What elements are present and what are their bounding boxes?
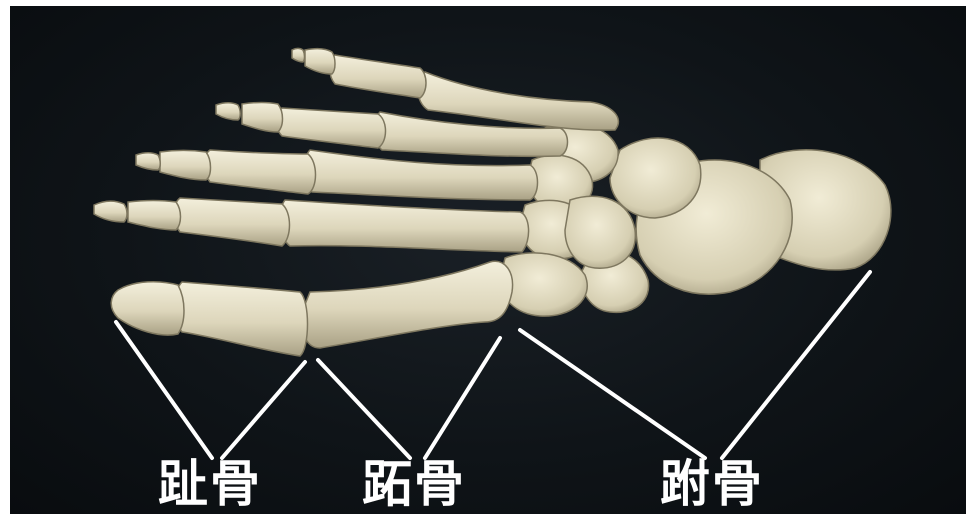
tarsals-leader-left bbox=[520, 330, 705, 458]
metatarsal-2 bbox=[280, 200, 528, 252]
big-toe-proximal-phalanx bbox=[175, 282, 308, 356]
metatarsals-leader-left bbox=[318, 360, 410, 458]
phalanges-leader-right bbox=[222, 362, 305, 458]
third-toe-distal bbox=[136, 153, 160, 170]
fifth-toe-middle bbox=[305, 49, 335, 74]
fourth-toe-distal bbox=[216, 103, 240, 120]
second-toe-distal bbox=[94, 201, 127, 222]
phalanges-label: 趾骨 bbox=[158, 454, 262, 514]
metatarsal-3 bbox=[304, 150, 537, 200]
metatarsal-5 bbox=[418, 72, 619, 130]
tarsals-leader-right bbox=[722, 272, 870, 458]
navicular bbox=[610, 138, 701, 218]
metatarsal-1 bbox=[302, 261, 513, 348]
fourth-toe-middle bbox=[242, 103, 283, 133]
phalanges-leader-left bbox=[116, 322, 212, 458]
fourth-toe-proximal bbox=[276, 108, 386, 148]
tarsals-label: 跗骨 bbox=[660, 454, 764, 514]
second-toe-middle bbox=[128, 201, 181, 231]
third-toe-middle bbox=[160, 151, 211, 181]
third-toe-proximal bbox=[204, 150, 316, 194]
metatarsals-leader-right bbox=[425, 338, 500, 458]
second-toe-proximal bbox=[174, 198, 290, 246]
fifth-toe-distal bbox=[292, 49, 305, 63]
big-toe-distal-phalanx bbox=[111, 282, 184, 335]
metatarsals-label: 跖骨 bbox=[362, 454, 466, 514]
fifth-toe-proximal bbox=[330, 55, 426, 98]
